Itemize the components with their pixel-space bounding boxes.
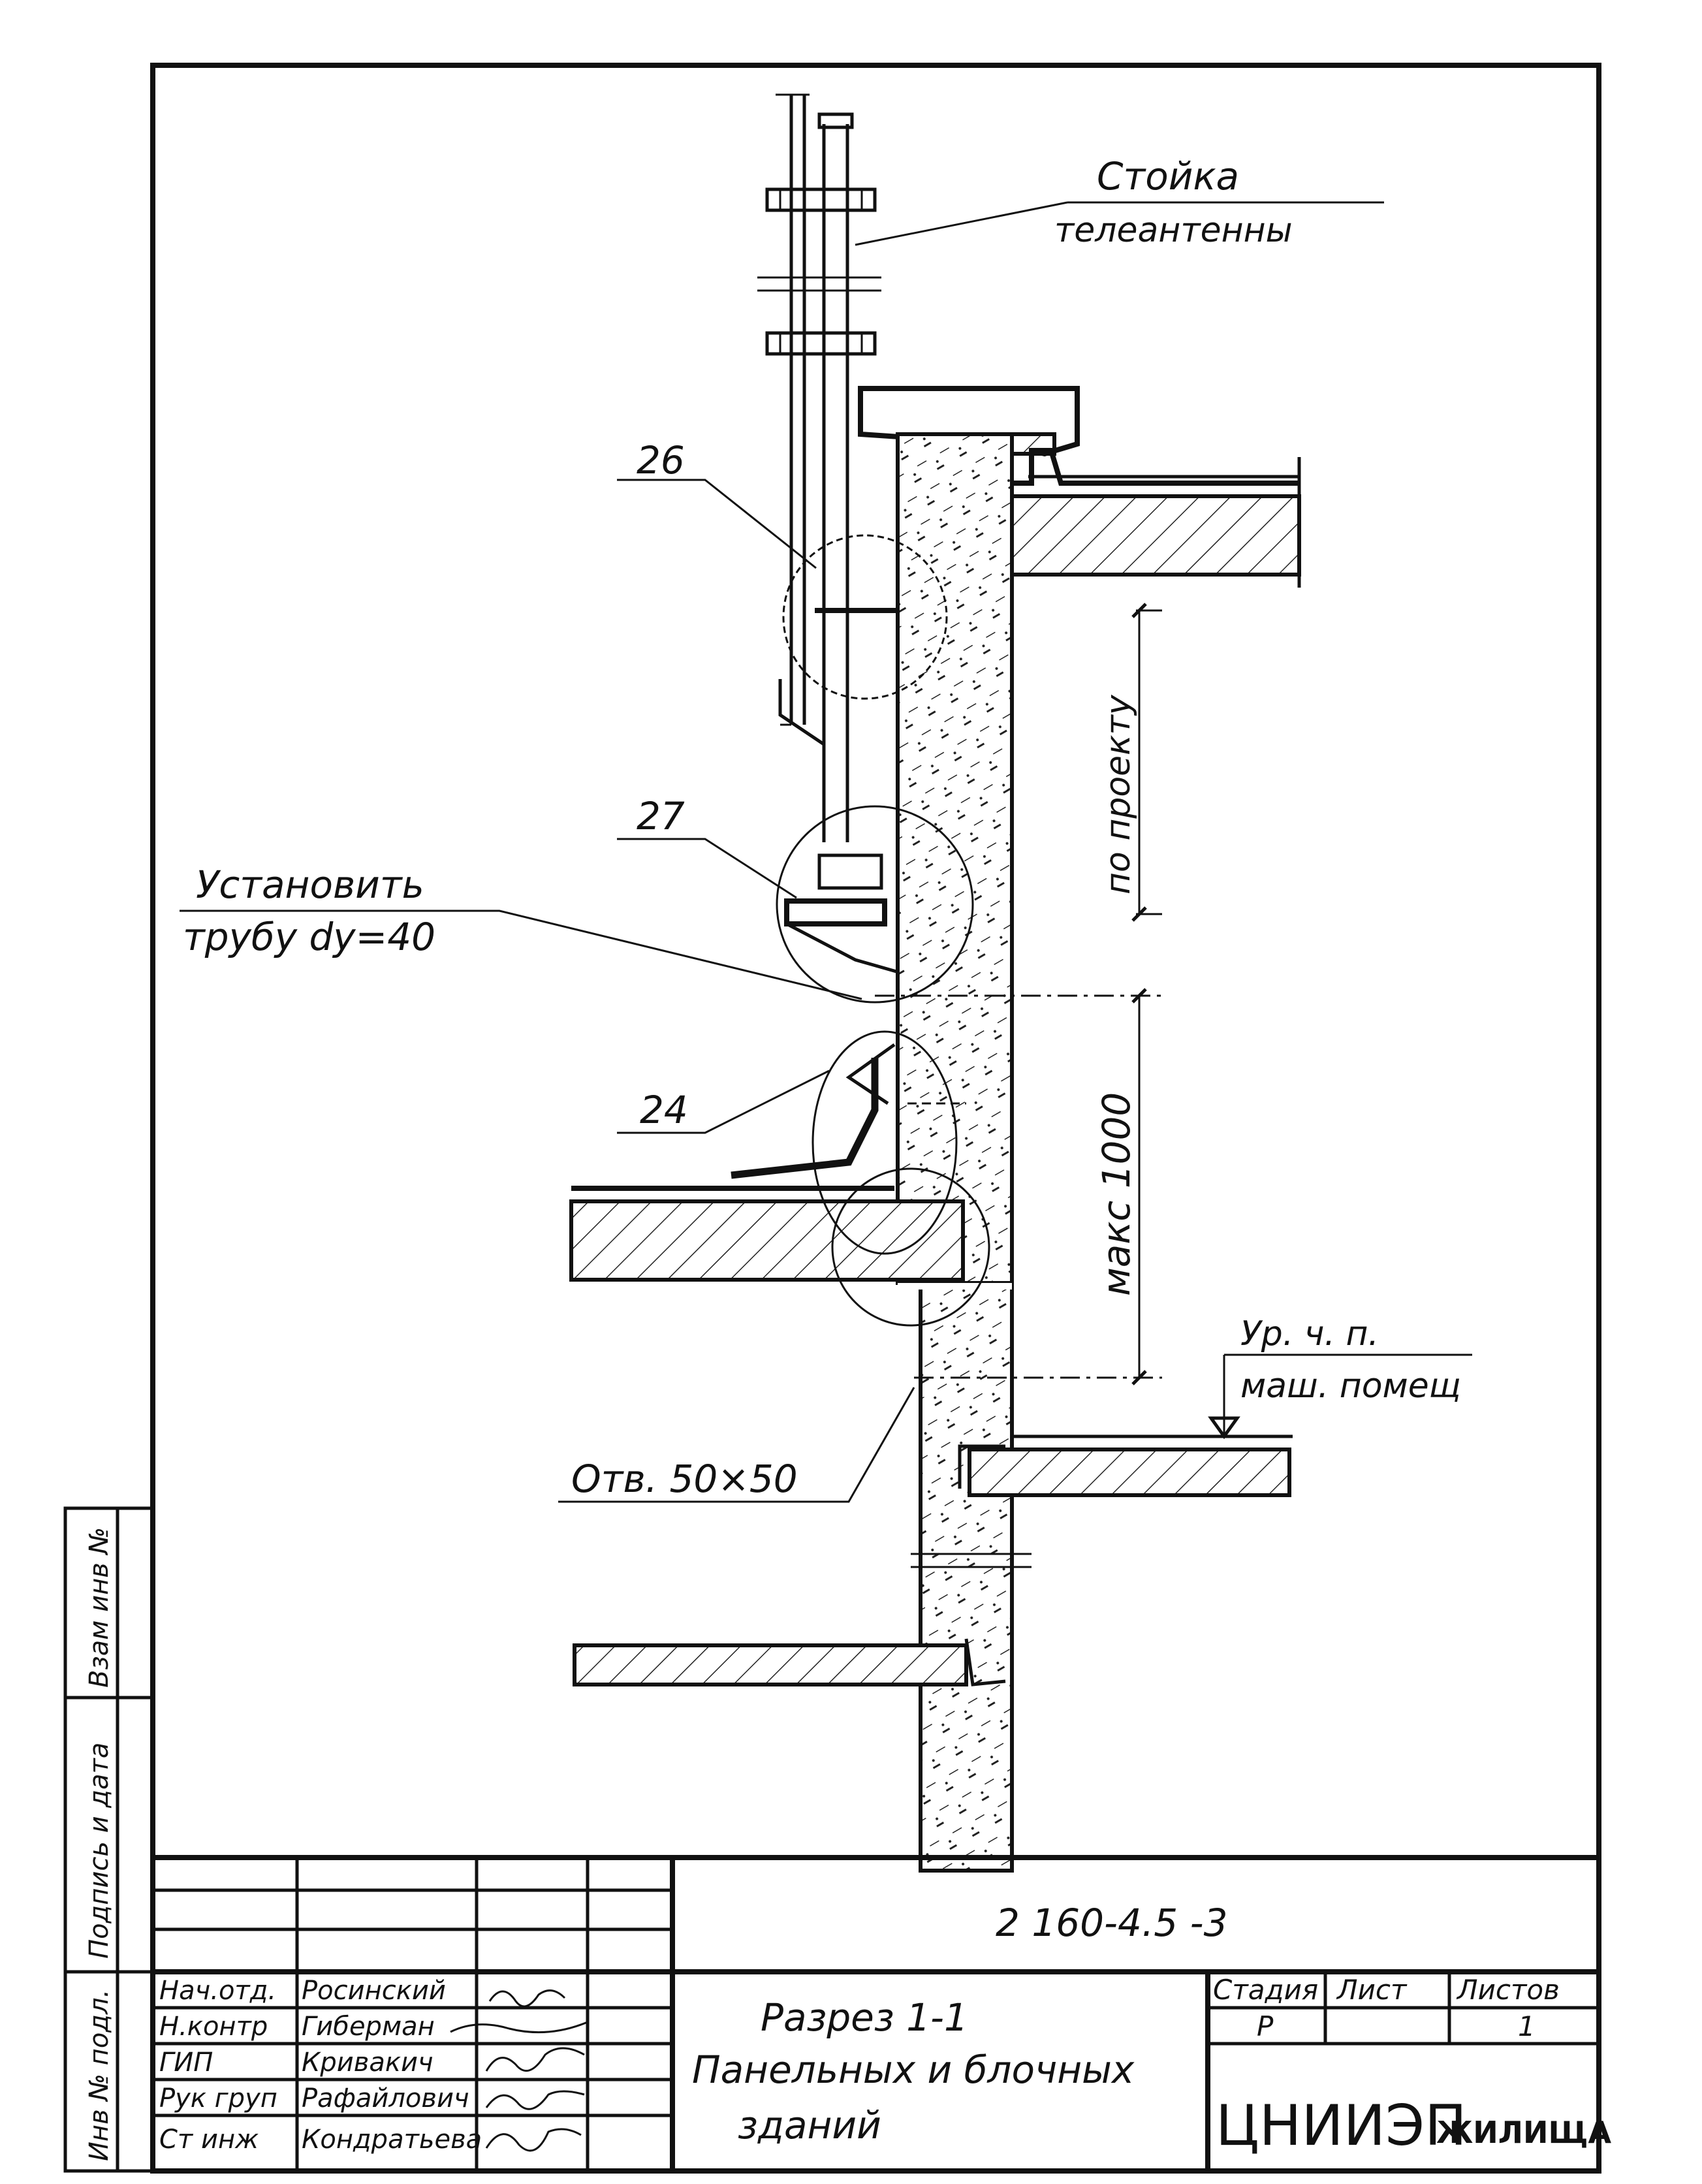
- detail-circle-27: [776, 805, 974, 1004]
- dimension-lines: [1131, 603, 1162, 1385]
- title-line-2: Панельных и блочных: [692, 2048, 1135, 2092]
- document-code: 2 160-4.5 -3: [996, 1901, 1227, 1945]
- title-line-3: зданий: [738, 2103, 881, 2147]
- staff-role-5: Ст инж: [159, 2125, 259, 2155]
- label-level-line1: Ур. ч. п.: [1240, 1314, 1379, 1353]
- sheets-header: Листов: [1456, 1974, 1560, 2006]
- sheet-header: Лист: [1336, 1974, 1408, 2006]
- side-stamp-replace: Взам инв №: [84, 1527, 114, 1688]
- side-stamp-signature: Подпись и дата: [84, 1743, 114, 1959]
- detail-circle-joint: [831, 1167, 990, 1327]
- stage-header: Стадия: [1213, 1974, 1318, 2006]
- staff-name-4: Рафайлович: [302, 2083, 469, 2113]
- label-install-pipe-line1: Установить: [196, 863, 424, 907]
- sheets-value: 1: [1518, 2010, 1536, 2042]
- label-install-pipe-line2: трубу dy=40: [183, 915, 435, 959]
- machine-room-slab: [958, 1434, 1293, 1497]
- staff-name-2: Гиберман: [302, 2012, 435, 2042]
- title-line-1: Разрез 1-1: [761, 1995, 968, 2040]
- mid-roof-slab: [569, 1043, 965, 1282]
- callout-27: 27: [637, 794, 685, 838]
- label-antenna-mast-line2: телеантенны: [1054, 211, 1293, 250]
- staff-role-2: Н.контр: [159, 2012, 268, 2042]
- signatures: [450, 1989, 588, 2152]
- staff-name-1: Росинский: [302, 1976, 446, 2006]
- staff-role-4: Рук груп: [159, 2083, 277, 2113]
- section-drawing: Стойка телеантенны 26 27 24 Установить т…: [180, 93, 1472, 1873]
- callout-26: 26: [637, 438, 685, 483]
- detail-circle-24: [812, 1030, 958, 1255]
- organization-suffix: ЖИЛИЩА: [1436, 2115, 1611, 2150]
- side-stamp: Инв № подл. Подпись и дата Взам инв №: [63, 1506, 155, 2173]
- callout-24: 24: [640, 1088, 688, 1132]
- organization-name: ЦНИИЭП: [1216, 2093, 1467, 2159]
- stage-value: Р: [1257, 2010, 1274, 2042]
- antenna-mast: [757, 93, 916, 975]
- leader-lines: [180, 201, 1472, 1503]
- staff-name-3: Кривакич: [302, 2048, 433, 2078]
- dimension-upper: по проекту: [1099, 694, 1138, 894]
- staff-name-5: Кондратьева: [302, 2125, 482, 2155]
- staff-role-1: Нач.отд.: [159, 1976, 276, 2006]
- detail-circle-26: [782, 534, 948, 700]
- lower-floor-slab: [573, 1553, 1032, 1686]
- wall-panel-upper: [896, 432, 1014, 1285]
- dimension-lower: макс 1000: [1094, 1092, 1139, 1296]
- wall-panel-lower: [919, 1281, 1014, 1873]
- label-opening: Отв. 50×50: [571, 1457, 798, 1501]
- label-level-line2: маш. помещ: [1240, 1367, 1461, 1406]
- staff-role-3: ГИП: [159, 2048, 213, 2078]
- title-block: 2 160-4.5 -3 Разрез 1-1 Панельных и блоч…: [150, 1855, 1611, 2174]
- label-antenna-mast-line1: Стойка: [1097, 154, 1239, 198]
- side-stamp-inv-orig: Инв № подл.: [84, 1989, 114, 2161]
